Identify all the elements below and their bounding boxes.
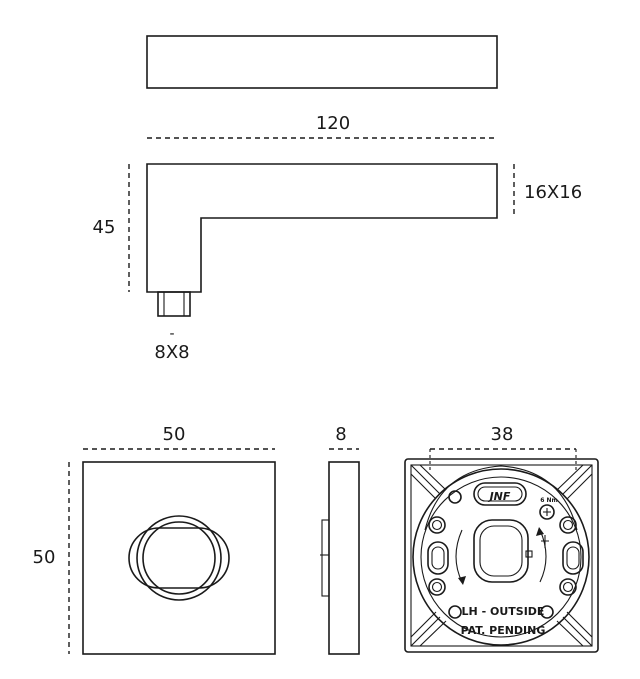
- dim-label-38: 38: [491, 424, 514, 445]
- backplate-view: [404, 458, 599, 653]
- spindle-dash: -: [169, 326, 174, 342]
- jnf-logo-text: JNF: [488, 490, 511, 503]
- rose-outer-ring: [136, 515, 222, 601]
- dim-label-45: 45: [93, 217, 116, 238]
- rose-front-view: [82, 461, 276, 655]
- spindle: [157, 291, 191, 317]
- dim-label-50-width: 50: [163, 424, 186, 445]
- dim-label-16x16: 16X16: [524, 182, 582, 203]
- dim-label-120: 120: [316, 113, 350, 134]
- rose-side-base: [321, 519, 330, 597]
- rose-inner-ring: [142, 521, 216, 595]
- dim-label-8x8: 8X8: [154, 342, 189, 363]
- handle-top-view: [146, 35, 498, 89]
- torque-label: 6 Nm: [540, 497, 558, 504]
- screw-icon: [539, 504, 555, 520]
- dim-label-50-height: 50: [33, 547, 56, 568]
- side-label: LH - OUTSIDE: [462, 605, 545, 618]
- handle-side-view: [146, 163, 498, 293]
- rose-side-view: [328, 461, 360, 655]
- patent-label: PAT. PENDING: [461, 624, 546, 637]
- jnf-logo: [473, 482, 527, 506]
- spindle-hole: [128, 527, 230, 589]
- dim-label-8: 8: [335, 424, 346, 445]
